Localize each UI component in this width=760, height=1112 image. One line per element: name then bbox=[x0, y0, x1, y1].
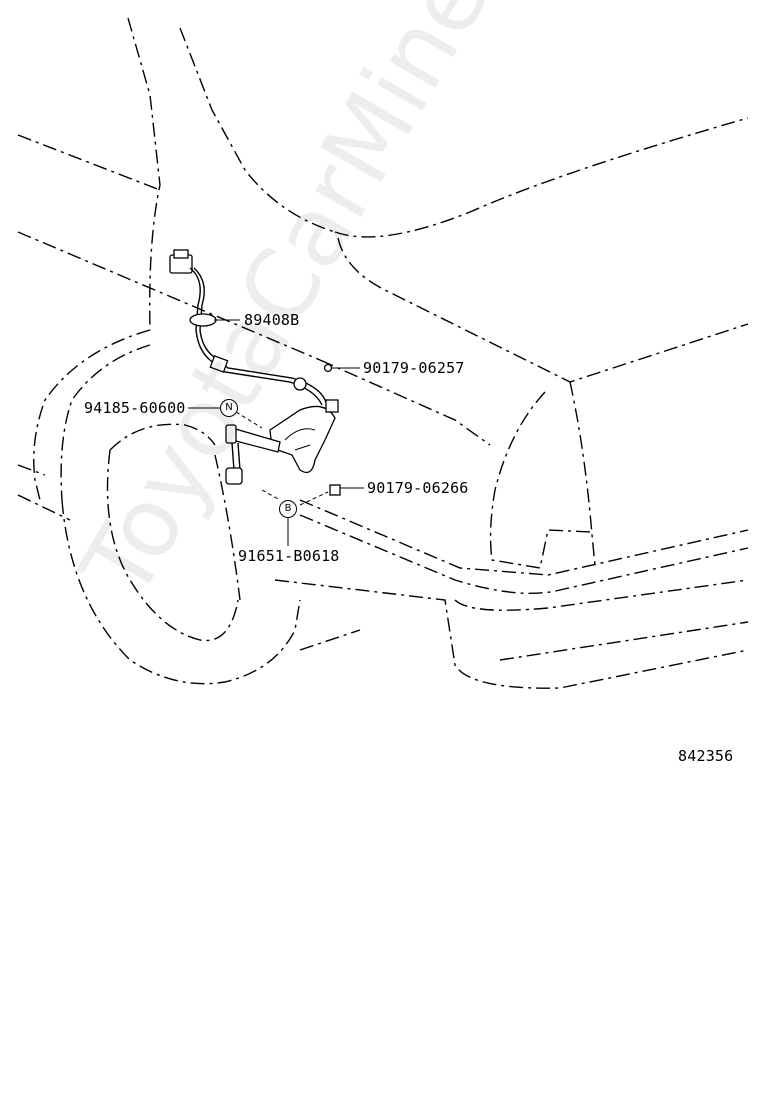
bumper-line-2 bbox=[299, 514, 749, 595]
rear-panel-line bbox=[319, 359, 491, 446]
diagram-code: 842356 bbox=[678, 747, 734, 765]
bracket-clip-lower bbox=[329, 484, 341, 496]
belt-line-lower bbox=[17, 231, 321, 361]
tail-lamp-outline bbox=[569, 381, 596, 566]
tire-inner-ring bbox=[106, 449, 239, 642]
trunk-edge-line bbox=[337, 237, 749, 383]
part-label-90179-06257[interactable]: 90179-06257 bbox=[363, 359, 465, 377]
bumper-molding bbox=[499, 621, 749, 661]
tire-outline bbox=[61, 499, 301, 685]
bracket-detail bbox=[284, 428, 316, 451]
harness-boot bbox=[293, 377, 307, 391]
rocker-line bbox=[17, 464, 71, 521]
bracket-clip-upper bbox=[325, 399, 339, 413]
belt-line-upper bbox=[17, 134, 161, 191]
pillar-line-right bbox=[179, 27, 336, 233]
sensor-collar bbox=[225, 424, 237, 444]
badge-n: N bbox=[220, 399, 238, 417]
wire-clip bbox=[209, 355, 229, 373]
connector-latch bbox=[173, 249, 189, 259]
wheel-arch-inner bbox=[60, 344, 151, 501]
bumper-line-4 bbox=[454, 579, 749, 611]
sensor-bracket bbox=[269, 405, 336, 474]
sensor-head bbox=[225, 467, 243, 485]
bumper-line-5 bbox=[299, 629, 361, 651]
bumper-line-1 bbox=[299, 499, 749, 576]
harness-wire-b bbox=[193, 267, 327, 403]
part-label-89408b[interactable]: 89408B bbox=[244, 311, 300, 329]
tire-inner-ring-top bbox=[109, 423, 216, 451]
wheel-hub-edge bbox=[214, 454, 241, 601]
part-label-91651-b0618[interactable]: 91651-B0618 bbox=[238, 547, 340, 565]
bolt-head-small bbox=[323, 363, 333, 373]
leader-91651-dash bbox=[261, 489, 329, 506]
leader-94185-dash bbox=[235, 411, 263, 429]
harness-wire-a bbox=[189, 267, 323, 406]
wheel-arch-outer bbox=[33, 329, 151, 501]
sensor-stem bbox=[231, 442, 241, 471]
grommet bbox=[189, 313, 217, 327]
bumper-line-3 bbox=[274, 579, 749, 689]
part-label-94185-60600[interactable]: 94185-60600 bbox=[84, 399, 186, 417]
pillar-line-left bbox=[127, 17, 161, 331]
speed-sensor-assembly bbox=[169, 249, 341, 496]
part-label-90179-06266[interactable]: 90179-06266 bbox=[367, 479, 469, 497]
badge-b: B bbox=[279, 500, 297, 518]
roof-edge-line bbox=[334, 117, 749, 238]
tail-lamp-inner bbox=[489, 391, 593, 569]
